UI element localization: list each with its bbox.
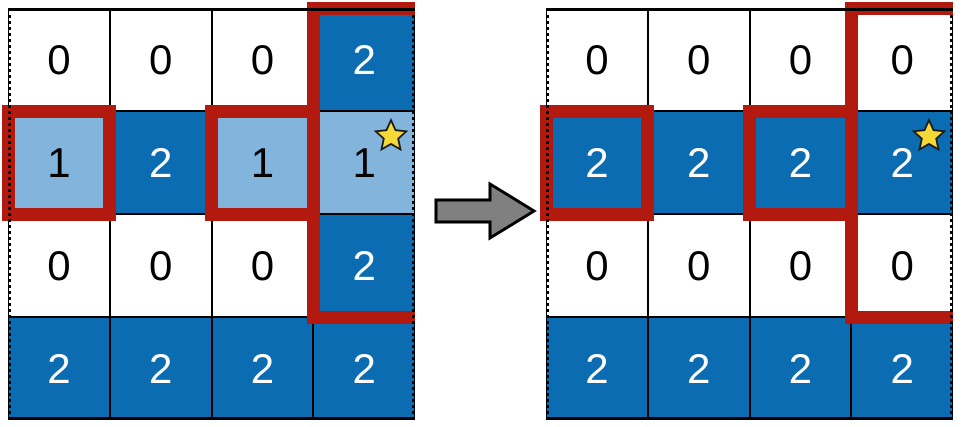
cell-value: 1 xyxy=(352,138,376,186)
grid-cell-r3c2[interactable]: 2 xyxy=(211,317,314,420)
highlight-r1c2-left xyxy=(743,104,756,221)
cell-value: 0 xyxy=(250,35,275,83)
highlight-col3-left xyxy=(306,1,320,324)
cell-value: 2 xyxy=(890,344,914,392)
cell-value: 2 xyxy=(352,35,376,83)
cell-value: 0 xyxy=(47,241,71,289)
grid-cell-r3c0[interactable]: 2 xyxy=(8,317,110,420)
right-arrow-icon xyxy=(434,181,537,241)
cell-value: 2 xyxy=(686,344,711,392)
grid-cell-r2c1[interactable]: 0 xyxy=(109,214,212,317)
cell-value: 2 xyxy=(352,241,376,289)
highlight-r1c0-top xyxy=(539,104,655,118)
grid-cell-r1c1[interactable]: 2 xyxy=(647,111,750,214)
cell-value: 0 xyxy=(148,35,173,83)
grid-cell-r2c0[interactable]: 0 xyxy=(546,214,648,317)
highlight-r1c0-right xyxy=(103,104,117,221)
grid-cell-r0c2[interactable]: 0 xyxy=(211,8,314,111)
grid-cell-r0c3[interactable]: 0 xyxy=(851,8,953,111)
cell-value: 0 xyxy=(148,241,173,289)
highlight-r1c2-left xyxy=(205,104,218,221)
grid-cell-r1c3[interactable]: 1 xyxy=(313,111,415,214)
cell-value: 0 xyxy=(250,241,275,289)
highlight-col3-bottom xyxy=(844,310,953,324)
grid-cell-r0c3[interactable]: 2 xyxy=(313,8,415,111)
highlight-r1c0-left xyxy=(1,104,15,221)
cell-value: 1 xyxy=(47,138,71,186)
cell-value: 0 xyxy=(890,241,914,289)
highlight-r1c2-bottom xyxy=(205,207,314,221)
grid-cell-r0c0[interactable]: 0 xyxy=(8,8,110,111)
grid-cell-r1c0[interactable]: 1 xyxy=(8,111,110,214)
grid-cell-r2c0[interactable]: 0 xyxy=(8,214,110,317)
cell-value: 0 xyxy=(585,35,609,83)
cell-value: 2 xyxy=(352,344,376,392)
output-grid: 0 0 0 0 2 2 2 2 0 0 0 0 2 2 2 2 xyxy=(539,1,953,420)
highlight-r1c0-right xyxy=(641,104,655,221)
grid-cell-r0c1[interactable]: 0 xyxy=(109,8,212,111)
cell-value: 2 xyxy=(148,138,173,186)
highlight-col3-left xyxy=(844,1,858,324)
grid-cell-r0c2[interactable]: 0 xyxy=(749,8,852,111)
cell-value: 2 xyxy=(585,344,609,392)
star-icon xyxy=(912,118,946,152)
cell-value: 2 xyxy=(686,138,711,186)
grid-cell-r1c1[interactable]: 2 xyxy=(109,111,212,214)
highlight-col3-top xyxy=(844,1,953,15)
cell-value: 2 xyxy=(148,344,173,392)
input-grid-cells: 0 0 0 2 1 2 1 1 0 0 0 2 2 2 2 2 xyxy=(1,1,415,420)
grid-cell-r1c3[interactable]: 2 xyxy=(851,111,953,214)
grid-cell-r2c2[interactable]: 0 xyxy=(749,214,852,317)
highlight-r1c0-top xyxy=(1,104,117,118)
grid-cell-r3c1[interactable]: 2 xyxy=(109,317,212,420)
cell-value: 0 xyxy=(788,35,813,83)
cell-value: 0 xyxy=(890,35,914,83)
cell-value: 0 xyxy=(47,35,71,83)
cell-value: 0 xyxy=(686,35,711,83)
grid-cell-r3c3[interactable]: 2 xyxy=(851,317,953,420)
grid-cell-r3c3[interactable]: 2 xyxy=(313,317,415,420)
grid-cell-r3c1[interactable]: 2 xyxy=(647,317,750,420)
grid-cell-r0c1[interactable]: 0 xyxy=(647,8,750,111)
grid-cell-r2c3[interactable]: 2 xyxy=(313,214,415,317)
grid-cell-r3c0[interactable]: 2 xyxy=(546,317,648,420)
cell-value: 2 xyxy=(890,138,914,186)
highlight-r1c0-left xyxy=(539,104,553,221)
grid-cell-r3c2[interactable]: 2 xyxy=(749,317,852,420)
cell-value: 2 xyxy=(47,344,71,392)
cell-value: 2 xyxy=(585,138,609,186)
grid-cell-r1c2[interactable]: 1 xyxy=(211,111,314,214)
grid-cell-r0c0[interactable]: 0 xyxy=(546,8,648,111)
cell-value: 2 xyxy=(788,344,813,392)
output-grid-cells: 0 0 0 0 2 2 2 2 0 0 0 0 2 2 2 2 xyxy=(539,1,953,420)
cell-value: 0 xyxy=(788,241,813,289)
highlight-r1c0-bottom xyxy=(1,207,117,221)
highlight-r1c2-top xyxy=(205,104,314,118)
grid-cell-r1c0[interactable]: 2 xyxy=(546,111,648,214)
highlight-col3-bottom xyxy=(306,310,415,324)
grid-cell-r2c3[interactable]: 0 xyxy=(851,214,953,317)
highlight-r1c0-bottom xyxy=(539,207,655,221)
cell-value: 2 xyxy=(788,138,813,186)
cell-value: 1 xyxy=(250,138,275,186)
cell-value: 2 xyxy=(250,344,275,392)
cell-value: 0 xyxy=(686,241,711,289)
highlight-col3-top xyxy=(306,1,415,15)
grid-cell-r2c2[interactable]: 0 xyxy=(211,214,314,317)
input-grid: 0 0 0 2 1 2 1 1 0 0 0 2 2 2 2 2 xyxy=(1,1,415,420)
grid-cell-r2c1[interactable]: 0 xyxy=(647,214,750,317)
star-icon xyxy=(374,118,408,152)
grid-cell-r1c2[interactable]: 2 xyxy=(749,111,852,214)
cell-value: 0 xyxy=(585,241,609,289)
highlight-r1c2-bottom xyxy=(743,207,852,221)
highlight-r1c2-top xyxy=(743,104,852,118)
